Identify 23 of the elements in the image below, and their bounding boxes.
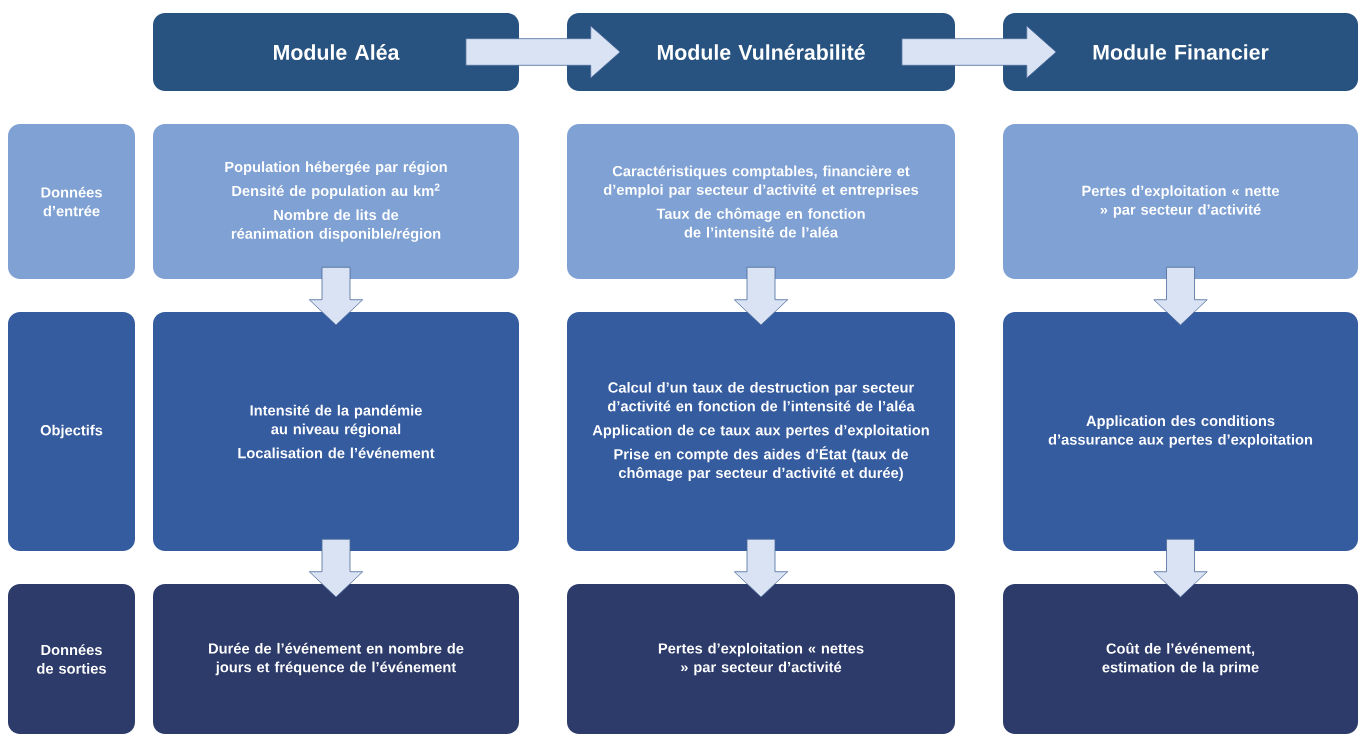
- block-arrow: [733, 538, 789, 598]
- block-arrow: [308, 266, 364, 326]
- block-arrow: [901, 25, 1057, 79]
- block-arrow: [465, 25, 621, 79]
- input-box: Pertes d’exploitation « nette » par secteur d’activité: [1003, 124, 1358, 279]
- output-box: Coût de l’événement, estimation de la prime: [1003, 584, 1358, 734]
- block-arrow: [733, 266, 789, 326]
- block-arrow: [308, 538, 364, 598]
- row-label-box: Données de sorties: [8, 584, 135, 734]
- output-box: Pertes d’exploitation « nettes » par secteur d’activité: [567, 584, 955, 734]
- module-header: Module Vulnérabilité: [567, 13, 955, 91]
- module-header: Module Aléa: [153, 13, 519, 91]
- row-label-box: Objectifs: [8, 312, 135, 551]
- block-arrow: [1153, 266, 1208, 326]
- module-header: Module Financier: [1003, 13, 1358, 91]
- objective-box: Intensité de la pandémie au niveau régional Localisation de l’événement: [153, 312, 519, 551]
- input-box: Caractéristiques comptables, financière et d’emploi par secteur d’activité et entreprises Taux de chômage en fonction de l’intensité de l’aléa: [567, 124, 955, 279]
- output-box: Durée de l’événement en nombre de jours et fréquence de l’événement: [153, 584, 519, 734]
- block-arrow: [1153, 538, 1208, 598]
- objective-box: Calcul d’un taux de destruction par secteur d’activité en fonction de l’intensité de l’aléa Application de ce taux aux pertes d’exploitation Prise en compte des aides d’État (taux de chômage par secteur d’activité et durée): [567, 312, 955, 551]
- row-label-box: Données d’entrée: [8, 124, 135, 279]
- objective-box: Application des conditions d’assurance aux pertes d’exploitation: [1003, 312, 1358, 551]
- input-box: Population hébergée par région Densité de population au km$^{2}$ Nombre de lits de réanimation disponible/région: [153, 124, 519, 279]
